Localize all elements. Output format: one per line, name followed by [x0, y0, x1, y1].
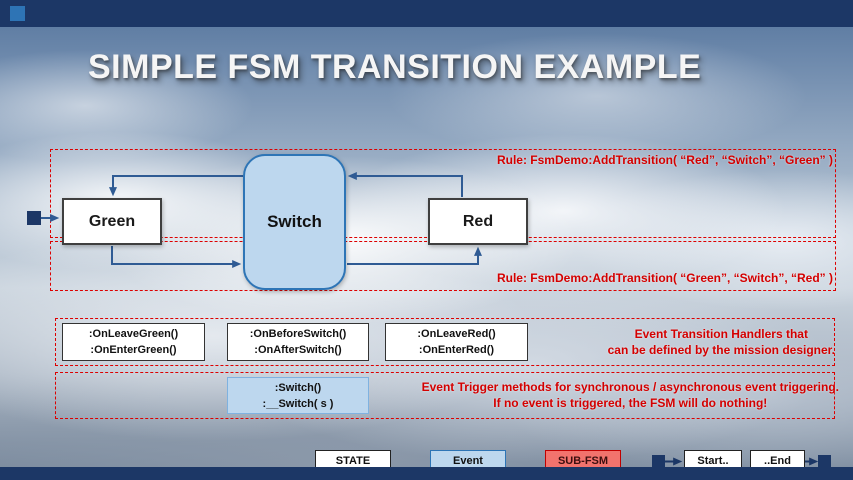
legend-end-label: ..End	[764, 455, 791, 467]
event-node-switch: Switch	[243, 154, 346, 290]
top-bar	[0, 0, 853, 27]
handler-green-line2: :OnEnterGreen()	[90, 344, 177, 356]
state-node-red: Red	[428, 198, 528, 245]
slide-title: SIMPLE FSM TRANSITION EXAMPLE	[88, 48, 702, 86]
trigger-box-switch: :Switch() :__Switch( s )	[227, 377, 369, 414]
top-bar-square-icon	[10, 6, 25, 21]
legend-start-label: Start..	[697, 455, 729, 467]
handlers-note: Event Transition Handlers that can be de…	[608, 326, 835, 358]
triggers-note: Event Trigger methods for synchronous / …	[422, 379, 839, 411]
handler-green-line1: :OnLeaveGreen()	[88, 328, 179, 340]
handler-box-red: :OnLeaveRed() :OnEnterRed()	[385, 323, 528, 361]
trigger-line2: :__Switch( s )	[262, 397, 334, 410]
legend-event-label: Event	[453, 455, 483, 467]
handler-switch-line2: :OnAfterSwitch()	[254, 344, 342, 356]
handlers-note-line2: can be defined by the mission designer.	[607, 343, 835, 357]
legend-end-box: ..End	[750, 450, 805, 472]
handler-red-line2: :OnEnterRed()	[418, 344, 495, 356]
event-switch-label: Switch	[267, 212, 322, 231]
state-node-green: Green	[62, 198, 162, 245]
rule-text-green-to-red: Rule: FsmDemo:AddTransition( “Green”, “S…	[496, 271, 833, 285]
rule-text-red-to-green: Rule: FsmDemo:AddTransition( “Red”, “Swi…	[496, 153, 833, 167]
triggers-region	[55, 372, 835, 419]
handlers-note-line1: Event Transition Handlers that	[634, 327, 808, 341]
handler-switch-line1: :OnBeforeSwitch()	[249, 328, 347, 340]
trigger-line1: :Switch()	[274, 381, 322, 394]
legend-event-box: Event	[430, 450, 506, 472]
handlers-region	[55, 318, 835, 366]
triggers-note-line2: If no event is triggered, the FSM will d…	[493, 396, 768, 410]
legend-start-box: Start..	[684, 450, 742, 472]
legend-state-label: STATE	[335, 455, 371, 467]
handler-red-line1: :OnLeaveRed()	[417, 328, 496, 340]
handler-box-switch: :OnBeforeSwitch() :OnAfterSwitch()	[227, 323, 369, 361]
handler-box-green: :OnLeaveGreen() :OnEnterGreen()	[62, 323, 205, 361]
state-green-label: Green	[88, 212, 136, 230]
legend-subfsm-label: SUB-FSM	[557, 455, 609, 467]
bottom-bar	[0, 467, 853, 480]
triggers-note-line1: Event Trigger methods for synchronous / …	[421, 380, 839, 394]
state-red-label: Red	[462, 212, 494, 230]
